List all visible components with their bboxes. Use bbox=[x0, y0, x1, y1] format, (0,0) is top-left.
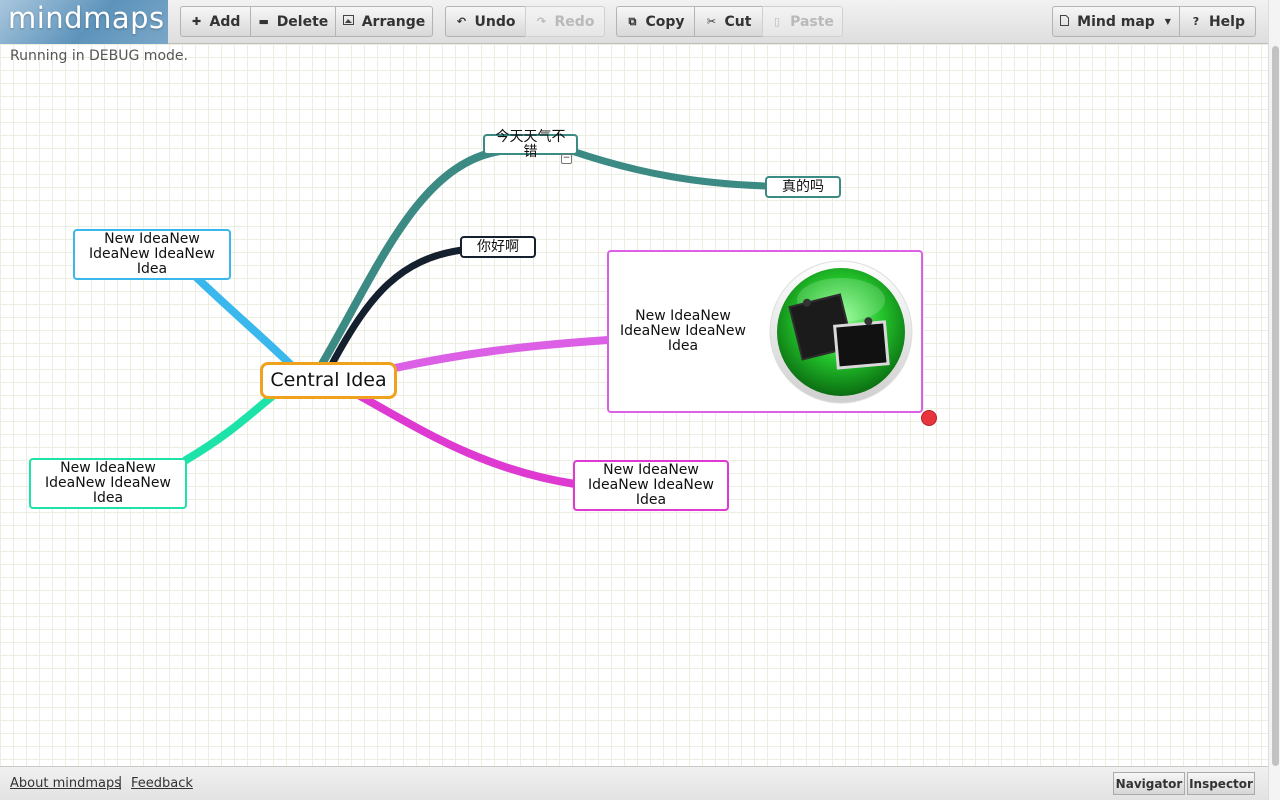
branch-cn1 bbox=[318, 147, 504, 368]
photo-frames-icon bbox=[769, 260, 913, 404]
node-with-image-text: New IdeaNew IdeaNew IdeaNew Idea bbox=[620, 308, 746, 354]
mindmap-canvas[interactable]: Running in DEBUG mode. New IdeaNew IdeaN… bbox=[0, 44, 1268, 766]
inspector-button[interactable]: Inspector bbox=[1187, 772, 1255, 795]
node-lower-right-text: New IdeaNew IdeaNew IdeaNew Idea bbox=[588, 462, 714, 508]
delete-label: Delete bbox=[276, 13, 329, 30]
node-weather-text: 今天天气不错 bbox=[495, 128, 566, 160]
cut-button[interactable]: ✂ Cut bbox=[694, 6, 763, 37]
branch-lines bbox=[182, 147, 771, 488]
document-icon bbox=[1058, 14, 1070, 29]
node-really[interactable]: 真的吗 bbox=[765, 176, 841, 198]
central-idea-node[interactable]: Central Idea bbox=[260, 362, 397, 399]
node-weather[interactable]: 今天天气不错 bbox=[483, 129, 578, 159]
plus-icon: ✚ bbox=[191, 15, 202, 28]
branch-lower-left bbox=[182, 390, 279, 464]
redo-label: Redo bbox=[554, 13, 595, 30]
node-upper-left-text: New IdeaNew IdeaNew IdeaNew Idea bbox=[89, 231, 215, 277]
undo-button[interactable]: ↶ Undo bbox=[445, 6, 526, 37]
add-button[interactable]: ✚ Add bbox=[180, 6, 251, 37]
minus-icon: ▬ bbox=[258, 15, 269, 28]
image-icon bbox=[343, 15, 355, 28]
debug-status-text: Running in DEBUG mode. bbox=[10, 48, 188, 64]
node-resize-handle[interactable] bbox=[921, 410, 937, 426]
mindmap-menu-label: Mind map bbox=[1077, 13, 1155, 30]
mindmap-menu-button[interactable]: Mind map ▼ bbox=[1052, 6, 1180, 37]
node-hello-text: 你好啊 bbox=[477, 238, 519, 255]
question-icon: ? bbox=[1192, 15, 1200, 28]
copy-label: Copy bbox=[645, 13, 685, 30]
branch-cn2 bbox=[328, 246, 466, 368]
footer-bar: About mindmaps | Feedback Navigator Insp… bbox=[0, 766, 1268, 800]
add-label: Add bbox=[209, 13, 241, 30]
branch-upper-left bbox=[193, 274, 296, 370]
node-lower-right[interactable]: New IdeaNew IdeaNew IdeaNew Idea bbox=[573, 460, 729, 511]
scissors-icon: ✂ bbox=[706, 15, 717, 28]
node-really-text: 真的吗 bbox=[782, 178, 824, 195]
branch-cn1-child bbox=[568, 147, 771, 190]
arrange-button[interactable]: Arrange bbox=[335, 6, 433, 37]
node-lower-left-text: New IdeaNew IdeaNew IdeaNew Idea bbox=[45, 460, 171, 506]
delete-button[interactable]: ▬ Delete bbox=[250, 6, 336, 37]
vertical-scrollbar[interactable] bbox=[1268, 0, 1280, 800]
toolbar: mindmaps ✚ Add ▬ Delete Arrange ↶ Undo ↷… bbox=[0, 0, 1268, 44]
node-with-image[interactable]: New IdeaNew IdeaNew IdeaNew Idea bbox=[607, 250, 923, 413]
node-lower-left[interactable]: New IdeaNew IdeaNew IdeaNew Idea bbox=[29, 458, 187, 509]
caret-down-icon: ▼ bbox=[1164, 17, 1171, 26]
redo-button[interactable]: ↷ Redo bbox=[525, 6, 605, 37]
undo-label: Undo bbox=[474, 13, 516, 30]
app-logo: mindmaps bbox=[0, 0, 168, 44]
node-upper-left[interactable]: New IdeaNew IdeaNew IdeaNew Idea bbox=[73, 229, 231, 280]
central-idea-text: Central Idea bbox=[270, 369, 387, 391]
feedback-link[interactable]: Feedback bbox=[131, 776, 193, 791]
collapse-toggle-button[interactable]: − bbox=[561, 153, 572, 164]
help-label: Help bbox=[1208, 13, 1246, 30]
undo-arrow-icon: ↶ bbox=[456, 15, 467, 28]
copy-icon: ⧉ bbox=[628, 14, 637, 28]
branch-image-node bbox=[391, 336, 612, 372]
paste-button[interactable]: ▯ Paste bbox=[762, 6, 843, 37]
cut-label: Cut bbox=[724, 13, 752, 30]
paste-label: Paste bbox=[790, 13, 834, 30]
about-link[interactable]: About mindmaps bbox=[10, 776, 121, 791]
app-logo-text: mindmaps bbox=[8, 1, 165, 35]
arrange-label: Arrange bbox=[361, 13, 426, 30]
footer-separator: | bbox=[118, 775, 123, 790]
help-button[interactable]: ? Help bbox=[1179, 6, 1256, 37]
navigator-button[interactable]: Navigator bbox=[1113, 772, 1185, 795]
branch-lower-right bbox=[356, 392, 579, 488]
clipboard-icon: ▯ bbox=[774, 15, 781, 28]
scrollbar-thumb[interactable] bbox=[1272, 46, 1279, 766]
node-hello[interactable]: 你好啊 bbox=[460, 236, 536, 258]
copy-button[interactable]: ⧉ Copy bbox=[616, 6, 695, 37]
redo-arrow-icon: ↷ bbox=[536, 15, 547, 28]
